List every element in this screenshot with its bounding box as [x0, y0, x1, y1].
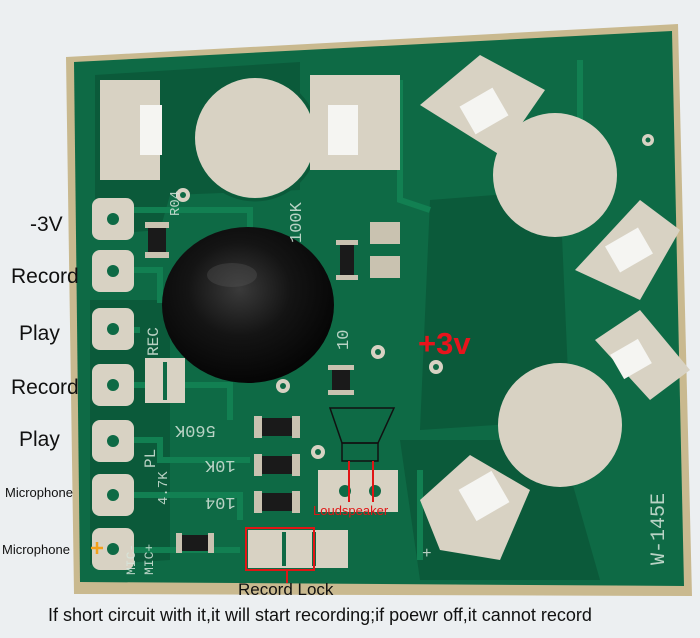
microphone-plus-mark: [91, 542, 103, 554]
loudspeaker-symbol: [328, 407, 396, 462]
battery-pad-right-bottom: [498, 363, 622, 487]
silk-10: 10: [335, 329, 354, 350]
silk-pl: PL: [142, 448, 160, 468]
silk-r04: R04: [168, 190, 184, 216]
silk-mic-plus: MIC+: [142, 543, 157, 575]
silk-plus: +: [422, 545, 432, 563]
label-minus-3v: -3V: [30, 213, 63, 236]
footnote-caption: If short circuit with it,it will start r…: [48, 605, 592, 625]
silk-4-7k: 4.7K: [156, 471, 172, 505]
silk-mic-minus: MIC-: [124, 543, 139, 575]
silk-100k: 100K: [288, 202, 307, 243]
label-record-2: Record: [11, 376, 79, 399]
loudspeaker-label: Loudspeaker: [313, 503, 389, 518]
speaker-pads: [318, 470, 398, 512]
battery-pad-left: [195, 78, 315, 198]
label-play-2: Play: [19, 428, 60, 451]
label-record-1: Record: [11, 265, 79, 288]
pin-pads: [92, 198, 134, 570]
silk-model: W-145E: [648, 492, 671, 565]
record-lock-pads: [248, 530, 348, 568]
silk-560k: 560K: [175, 420, 216, 439]
label-microphone-1: Microphone: [5, 485, 73, 500]
battery-pad-right-top: [493, 113, 617, 237]
silk-rec: REC: [145, 327, 163, 356]
label-play-1: Play: [19, 322, 60, 345]
smd-components: [145, 222, 400, 553]
plus-3v-label: +3v: [418, 326, 471, 361]
silk-10k: 10K: [205, 455, 236, 474]
record-lock-label: Record Lock: [238, 580, 334, 599]
silk-104: 104: [205, 492, 236, 511]
record-lock-box: [245, 527, 315, 571]
label-microphone-2: Microphone: [2, 542, 70, 557]
ic-blob: [162, 227, 334, 383]
